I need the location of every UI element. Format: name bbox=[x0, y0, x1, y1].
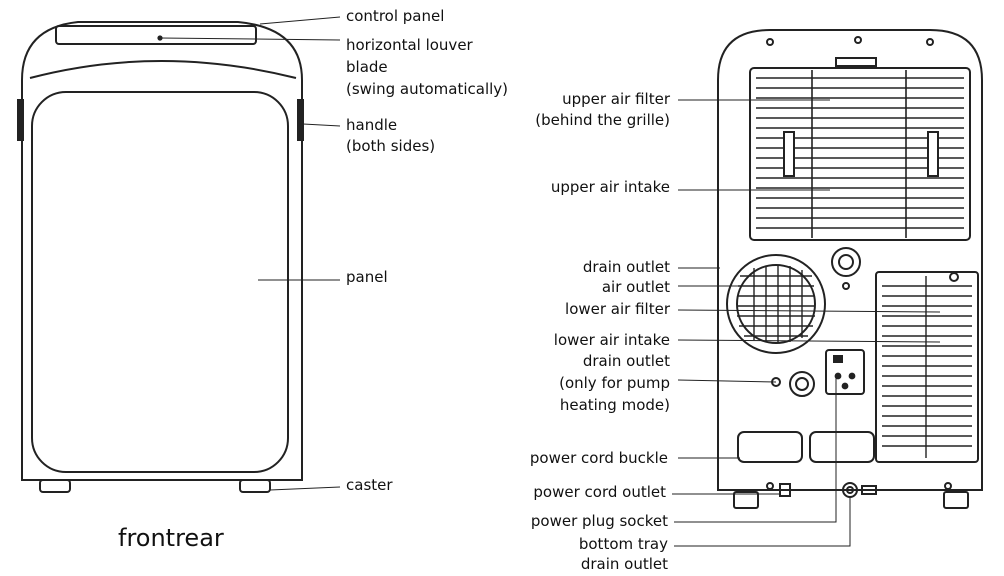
label-lower-air-intake: lower air intake bbox=[553, 331, 670, 349]
label-power-cord-buckle: power cord buckle bbox=[529, 449, 668, 467]
handle-right bbox=[297, 99, 304, 141]
drain-outlet-knob-inner bbox=[838, 254, 854, 270]
label-lower-air-filter: lower air filter bbox=[565, 300, 670, 318]
leader-louver bbox=[159, 37, 341, 41]
rear-screw bbox=[854, 36, 862, 44]
rear-top-clip bbox=[835, 57, 877, 67]
pump-drain-outlet bbox=[789, 371, 815, 397]
rear-unit-body bbox=[717, 29, 983, 491]
caption: frontrear bbox=[118, 524, 224, 552]
front-unit bbox=[17, 16, 341, 493]
rear-unit bbox=[672, 29, 983, 547]
label-pump-drain-line3: heating mode) bbox=[559, 396, 670, 414]
grille-latch bbox=[927, 131, 939, 177]
power-cord-buckle bbox=[809, 431, 875, 463]
front-unit-body bbox=[21, 21, 303, 481]
label-louver-line1: horizontal louver bbox=[346, 36, 473, 54]
rear-caster-left bbox=[733, 491, 759, 509]
rear-screw bbox=[926, 38, 934, 46]
label-handle-line2: (both sides) bbox=[346, 137, 436, 155]
label-drain-outlet: drain outlet bbox=[582, 258, 670, 276]
label-upper-air-filter-line1: upper air filter bbox=[562, 90, 670, 108]
label-bottom-tray-line1: bottom tray bbox=[578, 535, 668, 553]
air-outlet bbox=[736, 264, 816, 344]
caster-left bbox=[39, 479, 71, 493]
front-panel bbox=[31, 91, 289, 473]
handle-left bbox=[17, 99, 24, 141]
label-pump-drain-line1: drain outlet bbox=[582, 352, 670, 370]
horizontal-louver-blade bbox=[29, 60, 297, 79]
label-upper-air-filter-line2: (behind the grille) bbox=[535, 111, 670, 129]
leader-caster bbox=[269, 486, 341, 491]
rear-caster-right bbox=[943, 491, 969, 509]
lower-grille bbox=[875, 271, 979, 463]
leader-handle bbox=[302, 123, 341, 127]
label-control-panel: control panel bbox=[346, 7, 445, 25]
label-caster: caster bbox=[346, 476, 393, 494]
air-outlet-ring bbox=[726, 254, 826, 354]
label-air-outlet: air outlet bbox=[601, 278, 670, 296]
label-upper-air-intake: upper air intake bbox=[550, 178, 670, 196]
label-louver-line3: (swing automatically) bbox=[346, 80, 509, 98]
power-plug-socket bbox=[825, 349, 865, 395]
grille-latch bbox=[783, 131, 795, 177]
control-panel-strip bbox=[55, 25, 257, 45]
leader-control-panel bbox=[259, 16, 341, 25]
label-power-plug-socket: power plug socket bbox=[530, 512, 668, 530]
label-bottom-tray-line2: drain outlet bbox=[580, 555, 668, 573]
label-panel: panel bbox=[346, 268, 388, 286]
upper-grille bbox=[749, 67, 971, 241]
label-handle-line1: handle bbox=[346, 116, 398, 134]
label-power-cord-outlet: power cord outlet bbox=[533, 483, 666, 501]
label-louver-line2: blade bbox=[346, 58, 388, 76]
label-pump-drain-line2: (only for pump bbox=[559, 374, 670, 392]
rear-screw bbox=[766, 38, 774, 46]
drain-outlet-knob bbox=[831, 247, 861, 277]
power-cord-buckle bbox=[737, 431, 803, 463]
caster-right bbox=[239, 479, 271, 493]
